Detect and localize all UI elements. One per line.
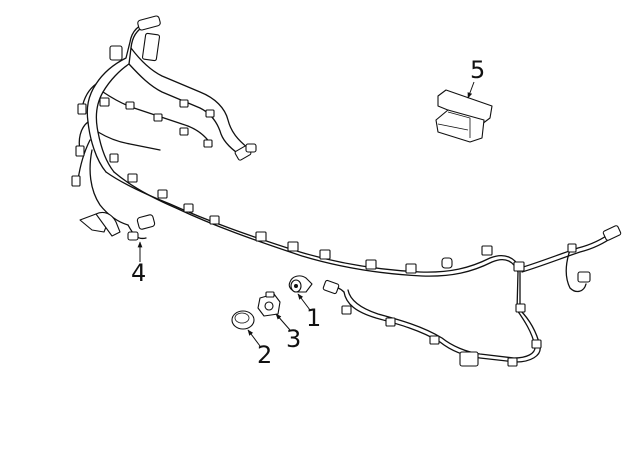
callout-1: 1 [306, 304, 321, 332]
callout-4: 4 [131, 259, 146, 287]
part-1-parking-sensor [288, 275, 313, 293]
callout-3: 3 [286, 325, 301, 353]
part-2-sensor-cap [231, 310, 255, 330]
leader-1 [297, 293, 311, 311]
callout-2: 2 [257, 341, 272, 369]
part-3-sensor-retainer [257, 291, 281, 317]
leader-5 [467, 81, 475, 99]
callout-labels: 1 2 3 4 5 [131, 56, 485, 369]
part-4-harness-section [127, 214, 156, 241]
callout-leaders [137, 81, 475, 347]
harness-clips [71, 15, 622, 367]
part-5-mesh-bracket [435, 89, 493, 143]
leader-3 [275, 313, 291, 331]
callout-5: 5 [470, 56, 485, 84]
leader-2 [247, 329, 261, 347]
